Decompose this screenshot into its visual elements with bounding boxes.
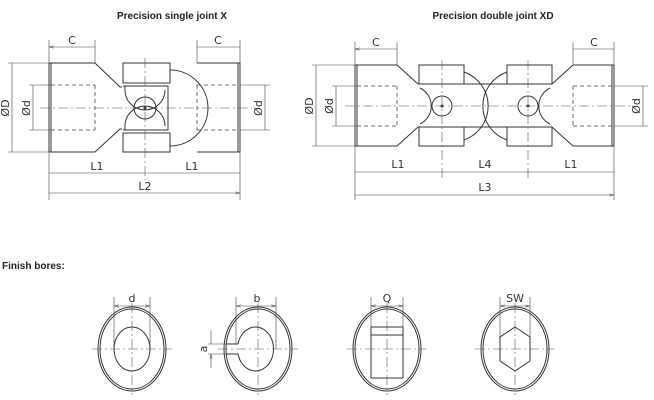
label-l3: L3 <box>478 181 491 194</box>
title-single-joint: Precision single joint X <box>117 11 227 22</box>
label-c-left: C <box>68 34 76 47</box>
label-l4: L4 <box>478 158 491 171</box>
bore-hexagon <box>475 297 555 395</box>
label-a: a <box>197 346 210 353</box>
label-c-left: C <box>372 36 380 49</box>
label-l2: L2 <box>138 180 151 193</box>
label-c-right: C <box>214 34 222 47</box>
title-finish-bores: Finish bores: <box>2 261 65 272</box>
label-sw: SW <box>506 292 524 305</box>
title-double-joint: Precision double joint XD <box>432 11 553 22</box>
label-d: d <box>129 292 136 305</box>
bore-keyway <box>208 297 298 395</box>
label-c-right: C <box>590 36 598 49</box>
label-q: Q <box>383 292 392 305</box>
label-bore-diameter-right: Ød <box>252 100 265 116</box>
label-bore-diameter-right: Ød <box>630 98 643 114</box>
label-bore-diameter: Ød <box>323 98 336 114</box>
label-l1-right: L1 <box>185 160 198 173</box>
single-joint-drawing <box>8 40 270 200</box>
label-b: b <box>254 292 261 305</box>
double-joint-drawing <box>312 42 648 200</box>
bore-square <box>347 297 427 395</box>
label-l1-left: L1 <box>391 158 404 171</box>
label-l1-left: L1 <box>90 160 103 173</box>
label-outer-diameter: ØD <box>0 99 12 116</box>
label-bore-diameter: Ød <box>20 100 33 116</box>
label-l1-right: L1 <box>564 158 577 171</box>
bore-round <box>92 297 172 395</box>
label-outer-diameter: ØD <box>303 97 316 114</box>
